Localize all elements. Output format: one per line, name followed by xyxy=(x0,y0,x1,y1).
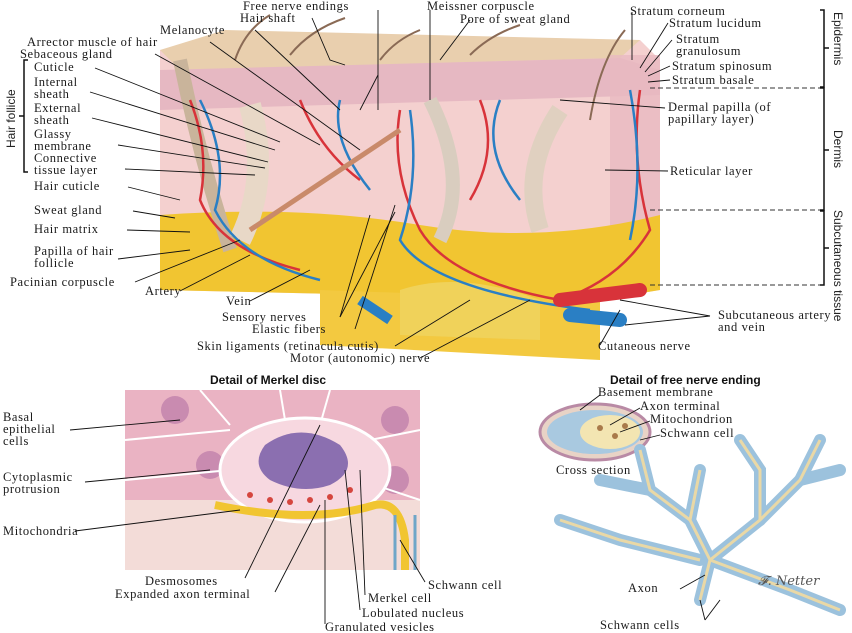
label-merkel-cell: Merkel cell xyxy=(368,591,432,605)
merkel-leader-lines xyxy=(69,419,426,624)
merkel-detail-title: Detail of Merkel disc xyxy=(210,373,327,387)
label-cytoplasmic-protrusion: Cytoplasmic protrusion xyxy=(3,470,73,496)
label-lobulated-nucleus: Lobulated nucleus xyxy=(362,606,465,620)
label-subcutaneous-vessels: Subcutaneous artery and vein xyxy=(718,308,832,334)
label-cuticle: Cuticle xyxy=(34,60,75,74)
merkel-disc-illustration xyxy=(124,389,421,570)
nerve-leader-lines xyxy=(579,394,721,621)
label-dermis: Dermis xyxy=(831,130,845,168)
label-basal-epithelial-cells: Basal epithelial cells xyxy=(3,410,56,448)
label-internal-sheath: Internal sheath xyxy=(34,75,78,101)
label-expanded-axon-terminal: Expanded axon terminal xyxy=(115,587,251,601)
label-basement-membrane: Basement membrane xyxy=(598,385,714,399)
label-axon-terminal: Axon terminal xyxy=(640,399,721,413)
label-hair-shaft: Hair shaft xyxy=(240,11,296,25)
label-connective-tissue-layer: Connective tissue layer xyxy=(34,151,98,177)
label-skin-ligaments: Skin ligaments (retinacula cutis) xyxy=(197,339,379,353)
label-external-sheath: External sheath xyxy=(34,101,82,127)
label-stratum-lucidum: Stratum lucidum xyxy=(669,16,762,30)
label-free-nerve-endings: Free nerve endings xyxy=(243,0,349,13)
label-stratum-basale: Stratum basale xyxy=(672,73,755,87)
label-schwann-cell: Schwann cell xyxy=(660,426,735,440)
label-pore-sweat-gland: Pore of sweat gland xyxy=(460,12,571,26)
label-granulated-vesicles: Granulated vesicles xyxy=(325,620,435,633)
label-sensory-nerves: Sensory nerves xyxy=(222,310,307,324)
label-papilla-hair-follicle: Papilla of hair follicle xyxy=(34,244,114,270)
label-artery: Artery xyxy=(145,284,182,298)
label-dermal-papilla: Dermal papilla (of papillary layer) xyxy=(668,100,772,126)
leader-lines xyxy=(89,10,711,359)
label-stratum-spinosum: Stratum spinosum xyxy=(672,59,773,73)
label-hair-matrix: Hair matrix xyxy=(34,222,99,236)
netter-signature: 𝓕. Netter xyxy=(758,574,820,589)
free-nerve-detail-title: Detail of free nerve ending xyxy=(610,373,761,387)
label-mitochondrion: Mitochondrion xyxy=(650,412,733,426)
label-stratum-granulosum: Stratum granulosum xyxy=(676,32,742,58)
label-vein: Vein xyxy=(226,294,252,308)
label-cross-section: Cross section xyxy=(556,463,631,477)
region-dividers xyxy=(650,87,820,286)
label-arrector-muscle: Arrector muscle of hair xyxy=(27,35,158,49)
label-pacinian-corpuscle: Pacinian corpuscle xyxy=(10,275,115,289)
label-elastic-fibers: Elastic fibers xyxy=(252,322,327,336)
free-nerve-ending-illustration xyxy=(538,402,846,616)
label-stratum-corneum: Stratum corneum xyxy=(630,4,726,18)
label-sweat-gland: Sweat gland xyxy=(34,203,103,217)
label-glassy-membrane: Glassy membrane xyxy=(34,127,92,153)
label-schwann-cells: Schwann cells xyxy=(600,618,680,632)
label-motor-nerve: Motor (autonomic) nerve xyxy=(290,351,431,365)
label-melanocyte: Melanocyte xyxy=(160,23,226,37)
label-desmosomes: Desmosomes xyxy=(145,574,218,588)
region-brackets xyxy=(19,9,829,286)
label-hair-follicle: Hair follicle xyxy=(4,89,18,148)
label-cutaneous-nerve: Cutaneous nerve xyxy=(598,339,691,353)
label-subcutaneous-tissue: Subcutaneous tissue xyxy=(831,210,845,322)
label-sebaceous-gland: Sebaceous gland xyxy=(20,47,113,61)
label-schwann-cell-merkel: Schwann cell xyxy=(428,578,503,592)
label-meissner-corpuscle: Meissner corpuscle xyxy=(427,0,535,13)
label-reticular-layer: Reticular layer xyxy=(670,164,753,178)
label-epidermis: Epidermis xyxy=(831,12,845,66)
skin-block xyxy=(160,14,660,360)
label-axon: Axon xyxy=(628,581,659,595)
label-hair-cuticle: Hair cuticle xyxy=(34,179,100,193)
label-mitochondria: Mitochondria xyxy=(3,524,79,538)
